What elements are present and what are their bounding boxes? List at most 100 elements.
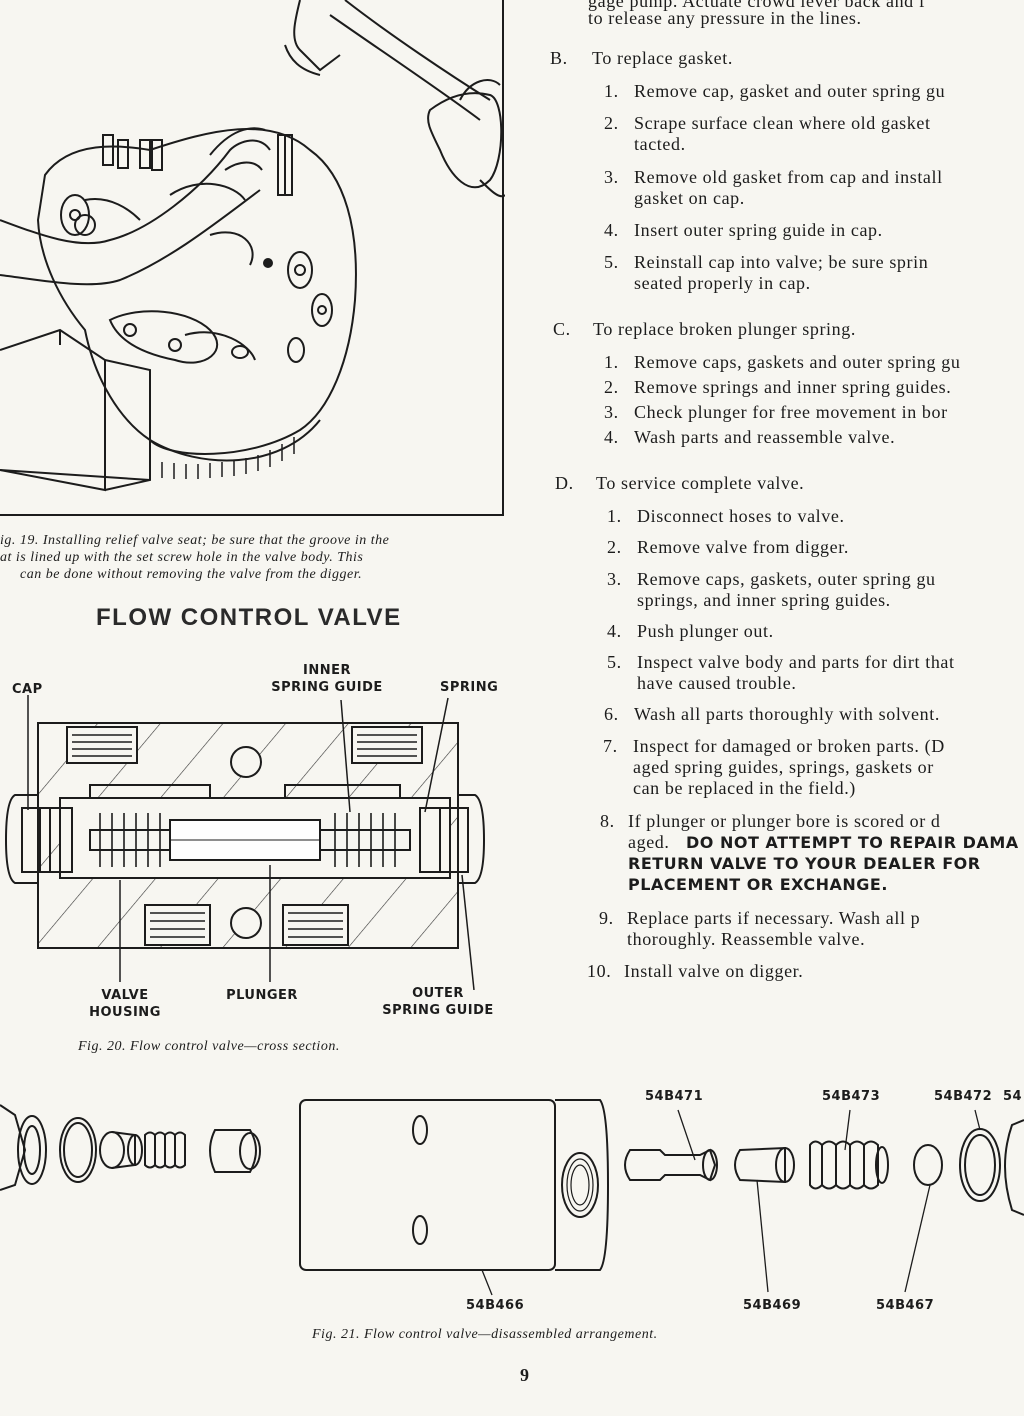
warning-text: PLACEMENT OR EXCHANGE. bbox=[628, 875, 888, 894]
d-step-7: 7. Inspect for damaged or broken parts. … bbox=[603, 735, 1024, 801]
step-text: Install valve on digger. bbox=[624, 961, 804, 981]
step-text: Remove caps, gaskets and outer spring gu bbox=[634, 352, 961, 372]
step-num: 2. bbox=[607, 537, 622, 557]
step-text: Inspect for damaged or broken parts. (D bbox=[633, 736, 945, 756]
label-outer-spring-guide: OUTER SPRING GUIDE bbox=[380, 985, 496, 1019]
step-num: 10. bbox=[587, 961, 612, 981]
section-c-letter: C. bbox=[553, 319, 571, 339]
step-text: have caused trouble. bbox=[637, 673, 797, 693]
d-step-3: 3. Remove caps, gaskets, outer spring gu… bbox=[607, 568, 1024, 612]
c-step-1: 1. Remove caps, gaskets and outer spring… bbox=[604, 351, 1024, 373]
b-step-3: 3. Remove old gasket from cap and instal… bbox=[604, 166, 1024, 210]
step-num: 3. bbox=[607, 569, 622, 589]
step-num: 4. bbox=[604, 220, 619, 240]
step-num: 2. bbox=[604, 113, 619, 133]
part-54B467: 54B467 bbox=[876, 1298, 935, 1313]
part-54B466: 54B466 bbox=[466, 1298, 525, 1313]
step-text: aged. bbox=[628, 832, 670, 852]
d-step-10: 10. Install valve on digger. bbox=[587, 960, 1024, 982]
label-outer-line-1: OUTER bbox=[412, 986, 464, 1001]
step-text: Replace parts if necessary. Wash all p bbox=[627, 908, 921, 928]
part-54B469: 54B469 bbox=[743, 1298, 802, 1313]
fig21-exploded-view bbox=[0, 1099, 1024, 1296]
step-text: Wash all parts thoroughly with solvent. bbox=[634, 704, 940, 724]
b-step-1: 1. Remove cap, gasket and outer spring g… bbox=[604, 80, 1024, 102]
fig21-caption: Fig. 21. Flow control valve—disassembled… bbox=[312, 1327, 658, 1342]
step-num: 4. bbox=[607, 621, 622, 641]
step-text: Remove valve from digger. bbox=[637, 537, 849, 557]
fig19-caption-line-2: at is lined up with the set screw hole i… bbox=[0, 550, 364, 565]
d-step-2: 2. Remove valve from digger. bbox=[607, 536, 1024, 558]
section-b-letter: B. bbox=[550, 48, 568, 68]
d-step-8: 8. If plunger or plunger bore is scored … bbox=[600, 810, 1024, 900]
step-text: Insert outer spring guide in cap. bbox=[634, 220, 883, 240]
page-number: 9 bbox=[520, 1365, 529, 1385]
label-inner-line-1: INNER bbox=[303, 663, 351, 678]
step-num: 1. bbox=[604, 81, 619, 101]
c-step-2: 2. Remove springs and inner spring guide… bbox=[604, 376, 1024, 398]
step-text: can be replaced in the field.) bbox=[633, 778, 856, 798]
b-step-4: 4. Insert outer spring guide in cap. bbox=[604, 219, 1024, 241]
step-text: Check plunger for free movement in bor bbox=[634, 402, 948, 422]
b-step-5: 5. Reinstall cap into valve; be sure spr… bbox=[604, 251, 1024, 295]
section-d-letter: D. bbox=[555, 473, 574, 493]
part-54B471: 54B471 bbox=[645, 1089, 704, 1104]
fig20-cross-section bbox=[4, 695, 486, 990]
section-b-title: To replace gasket. bbox=[592, 48, 733, 68]
section-title: FLOW CONTROL VALVE bbox=[96, 604, 402, 631]
d-step-5: 5. Inspect valve body and parts for dirt… bbox=[607, 651, 1024, 695]
step-text: seated properly in cap. bbox=[634, 273, 811, 293]
step-text: aged spring guides, springs, gaskets or bbox=[633, 757, 934, 777]
fig20-caption: Fig. 20. Flow control valve—cross sectio… bbox=[78, 1039, 340, 1054]
label-housing-line-2: HOUSING bbox=[89, 1005, 161, 1020]
section-d-title: To service complete valve. bbox=[596, 473, 805, 493]
label-outer-line-2: SPRING GUIDE bbox=[382, 1003, 494, 1018]
step-text: Push plunger out. bbox=[637, 621, 774, 641]
fig19-caption-line-3: can be done without removing the valve f… bbox=[20, 567, 363, 582]
part-54-truncated: 54 bbox=[1003, 1089, 1023, 1104]
step-text: Wash parts and reassemble valve. bbox=[634, 427, 896, 447]
step-num: 7. bbox=[603, 736, 618, 756]
c-step-4: 4. Wash parts and reassemble valve. bbox=[604, 426, 1024, 448]
step-num: 1. bbox=[607, 506, 622, 526]
step-text: Inspect valve body and parts for dirt th… bbox=[637, 652, 955, 672]
step-text: Remove springs and inner spring guides. bbox=[634, 377, 952, 397]
label-inner-spring-guide: INNER SPRING GUIDE bbox=[262, 662, 392, 696]
section-c-title: To replace broken plunger spring. bbox=[593, 319, 856, 339]
step-num: 5. bbox=[607, 652, 622, 672]
step-num: 8. bbox=[600, 811, 615, 831]
step-num: 9. bbox=[599, 908, 614, 928]
fig19-caption-line-1: ig. 19. Installing relief valve seat; be… bbox=[0, 533, 390, 548]
label-spring: SPRING bbox=[440, 680, 499, 695]
d-step-1: 1. Disconnect hoses to valve. bbox=[607, 505, 1024, 527]
step-text: Reinstall cap into valve; be sure sprin bbox=[634, 252, 929, 272]
label-plunger: PLUNGER bbox=[226, 988, 298, 1003]
label-valve-housing: VALVE HOUSING bbox=[80, 987, 170, 1021]
part-54B473: 54B473 bbox=[822, 1089, 881, 1104]
step-text: Remove old gasket from cap and install bbox=[634, 167, 943, 187]
step-text: springs, and inner spring guides. bbox=[637, 590, 891, 610]
c-step-3: 3. Check plunger for free movement in bo… bbox=[604, 401, 1024, 423]
intro-line-2: to release any pressure in the lines. bbox=[588, 8, 862, 28]
label-cap: CAP bbox=[12, 682, 43, 697]
step-text: gasket on cap. bbox=[634, 188, 745, 208]
d-step-6: 6. Wash all parts thoroughly with solven… bbox=[604, 703, 1024, 725]
warning-text: RETURN VALVE TO YOUR DEALER FOR bbox=[628, 854, 981, 873]
intro-line-1: gage pump. Actuate crowd lever back and … bbox=[588, 0, 926, 11]
step-text: tacted. bbox=[634, 134, 686, 154]
step-num: 1. bbox=[604, 352, 619, 372]
step-num: 4. bbox=[604, 427, 619, 447]
step-text: Remove cap, gasket and outer spring gu bbox=[634, 81, 946, 101]
label-inner-line-2: SPRING GUIDE bbox=[271, 680, 383, 695]
d-step-4: 4. Push plunger out. bbox=[607, 620, 1024, 642]
step-num: 3. bbox=[604, 167, 619, 187]
warning-text: DO NOT ATTEMPT TO REPAIR DAMA bbox=[686, 833, 1019, 852]
step-num: 6. bbox=[604, 704, 619, 724]
step-text: Remove caps, gaskets, outer spring gu bbox=[637, 569, 936, 589]
part-54B472: 54B472 bbox=[934, 1089, 993, 1104]
b-step-2: 2. Scrape surface clean where old gasket… bbox=[604, 112, 1024, 156]
step-text: Disconnect hoses to valve. bbox=[637, 506, 845, 526]
d-step-9: 9. Replace parts if necessary. Wash all … bbox=[599, 907, 1024, 951]
step-num: 3. bbox=[604, 402, 619, 422]
step-text: Scrape surface clean where old gasket bbox=[634, 113, 931, 133]
